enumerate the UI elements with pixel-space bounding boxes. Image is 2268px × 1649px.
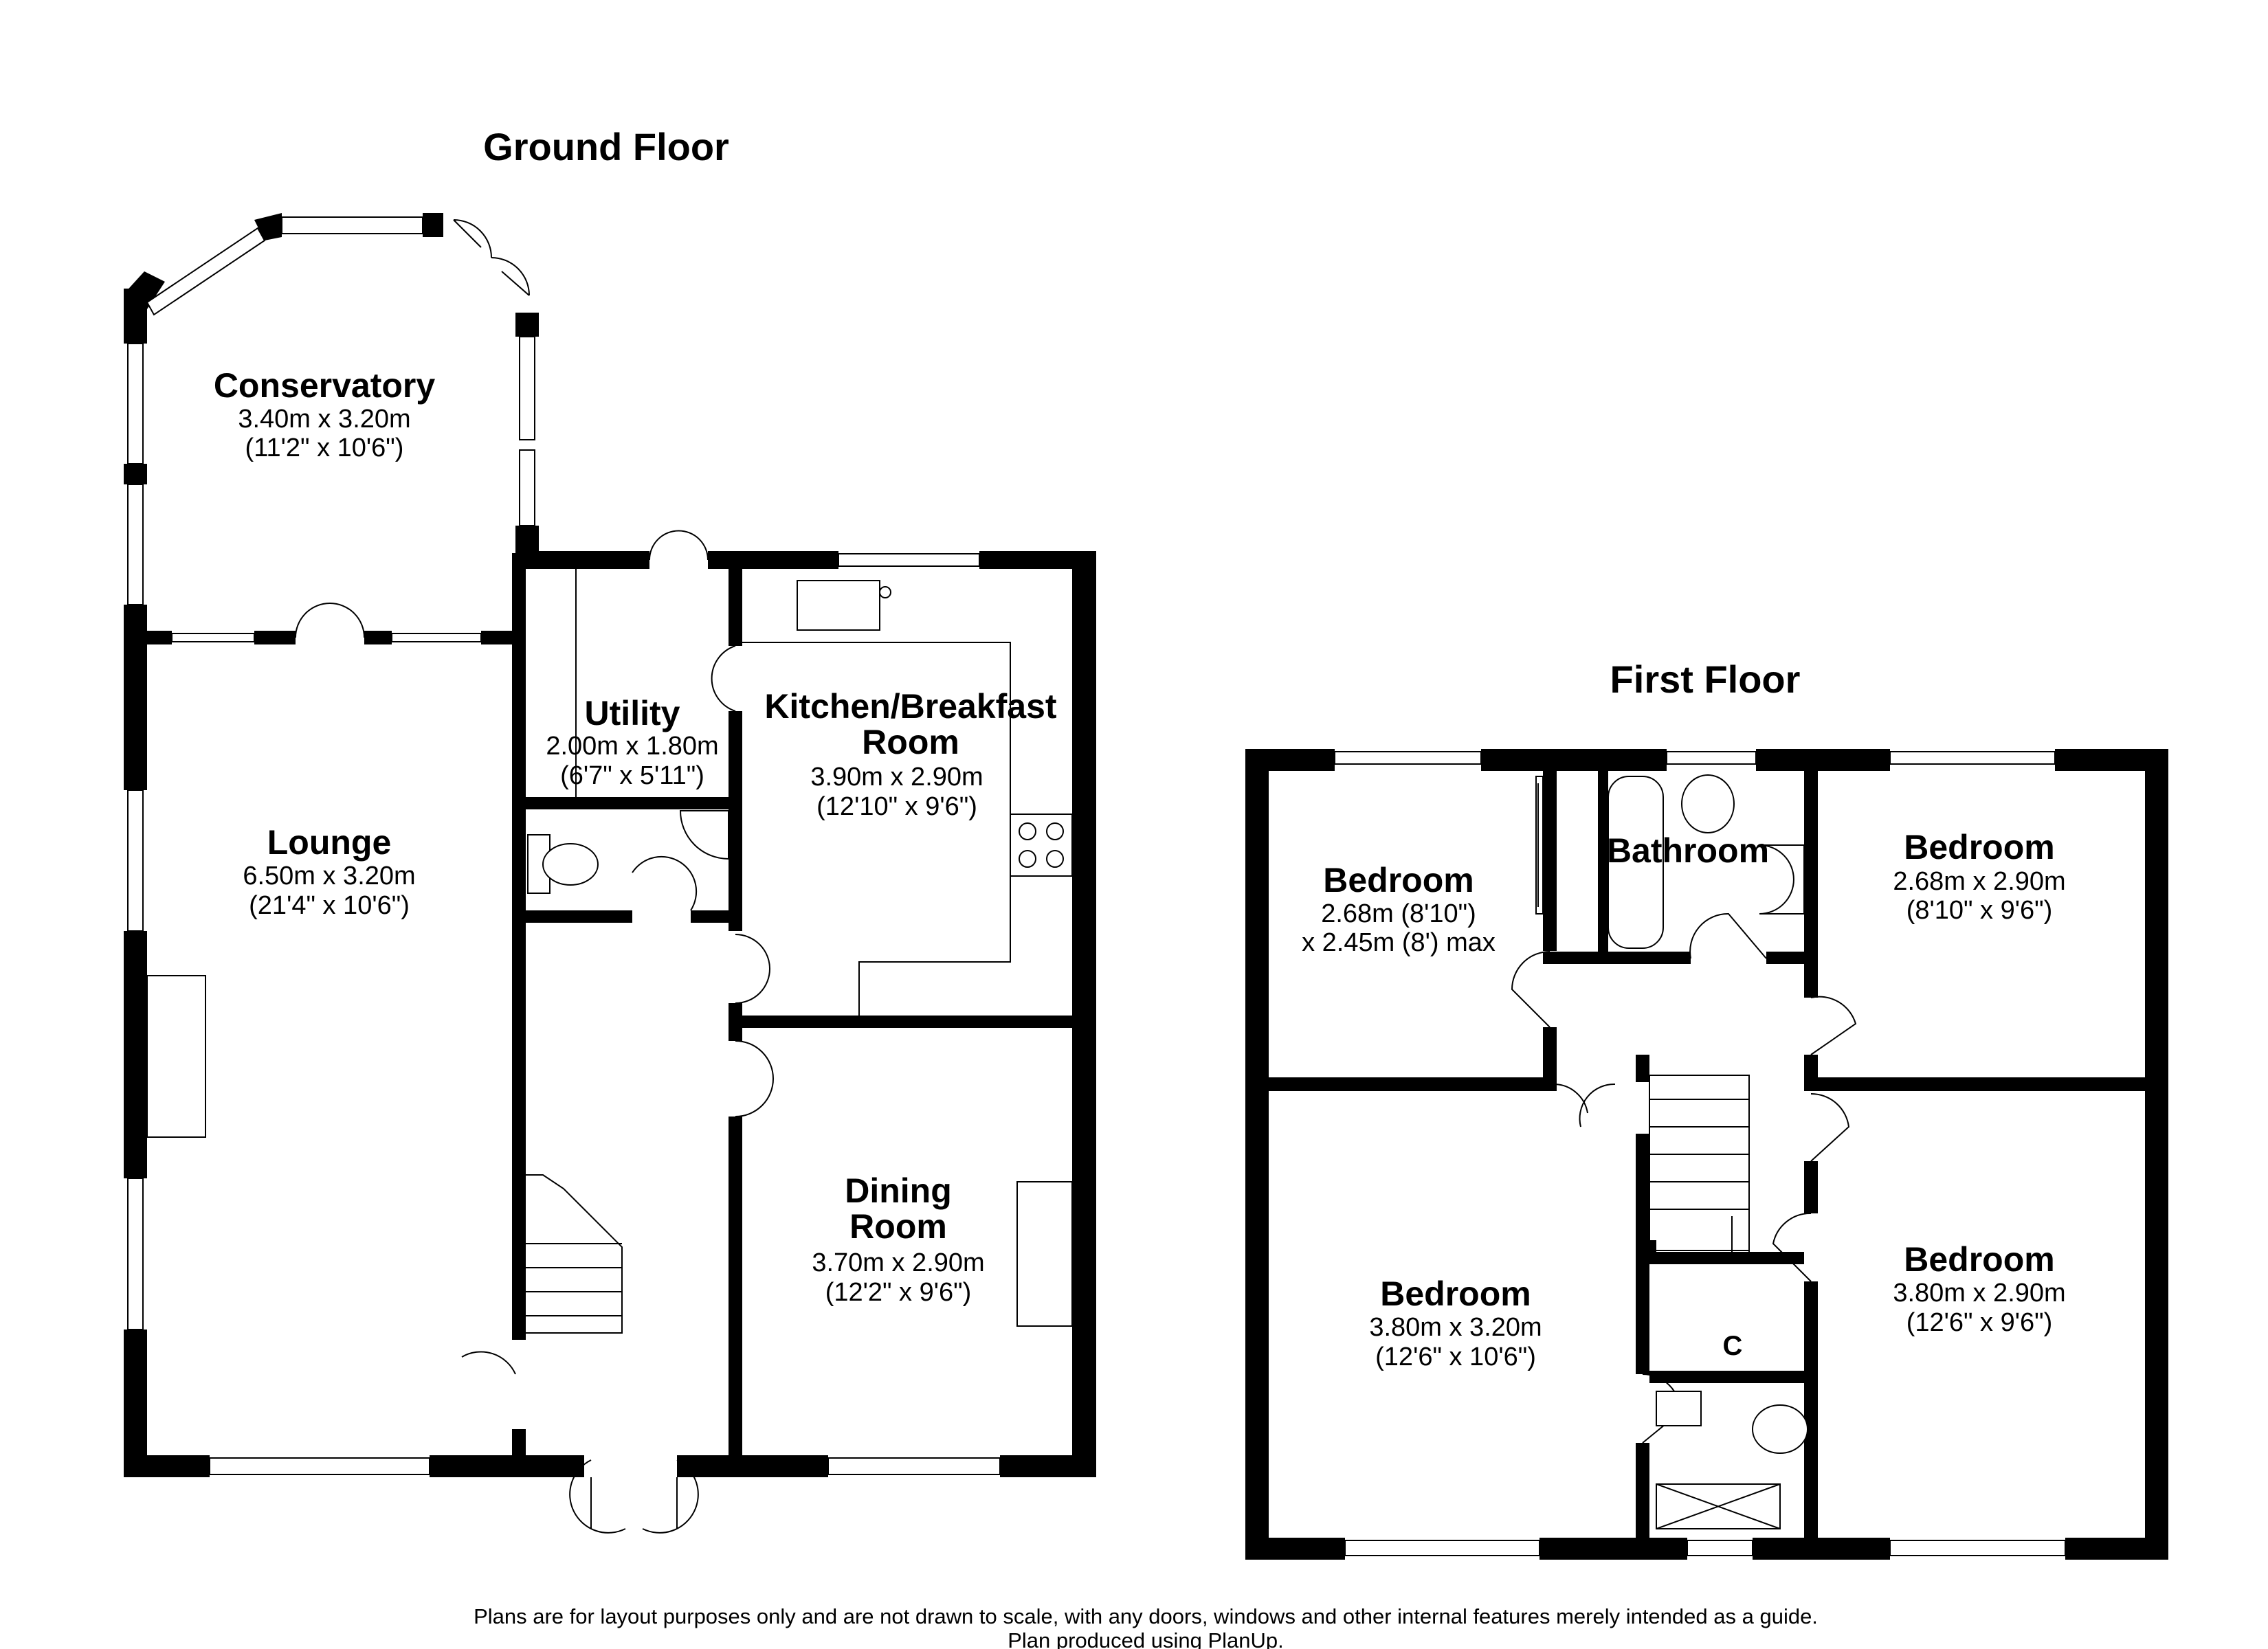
first-floor-title: First Floor xyxy=(1610,658,1801,701)
svg-text:Kitchen/Breakfast: Kitchen/Breakfast xyxy=(764,687,1056,726)
first-floor-stairs xyxy=(1649,1075,1750,1252)
kitchen-window xyxy=(838,553,980,567)
svg-text:Bedroom: Bedroom xyxy=(1904,828,2054,866)
svg-text:Bedroom: Bedroom xyxy=(1904,1240,2054,1279)
svg-text:(6'7" x 5'11"): (6'7" x 5'11") xyxy=(560,761,704,790)
svg-text:Dining: Dining xyxy=(845,1171,952,1210)
svg-text:(12'10" x 9'6"): (12'10" x 9'6") xyxy=(816,792,977,821)
svg-text:Room: Room xyxy=(849,1207,947,1246)
svg-text:3.80m x 2.90m: 3.80m x 2.90m xyxy=(1893,1279,2065,1308)
svg-text:Bedroom: Bedroom xyxy=(1323,861,1474,899)
first-floor-plan: First Floor xyxy=(1245,658,2168,1560)
svg-text:(12'6" x 10'6"): (12'6" x 10'6") xyxy=(1375,1343,1536,1371)
svg-text:3.70m x 2.90m: 3.70m x 2.90m xyxy=(812,1248,984,1277)
utility-doors xyxy=(461,530,774,1534)
first-floor-windows xyxy=(1334,751,2066,1556)
dining-window xyxy=(827,1457,1001,1475)
svg-text:2.68m x 2.90m: 2.68m x 2.90m xyxy=(1893,867,2065,896)
cupboard-label: C xyxy=(1723,1331,1743,1361)
lounge-label: Lounge 6.50m x 3.20m (21'4" x 10'6") xyxy=(243,823,415,920)
lounge-walls xyxy=(124,553,584,1477)
bedroom-bottom-left-label: Bedroom 3.80m x 3.20m (12'6" x 10'6") xyxy=(1369,1275,1542,1371)
svg-text:6.50m x 3.20m: 6.50m x 3.20m xyxy=(243,862,415,890)
svg-text:(11'2" x 10'6"): (11'2" x 10'6") xyxy=(245,434,404,462)
utility-fixtures xyxy=(527,569,891,894)
svg-text:Conservatory: Conservatory xyxy=(214,366,436,405)
lounge-windows xyxy=(127,633,482,1475)
bedroom-bottom-right-label: Bedroom 3.80m x 2.90m (12'6" x 9'6") xyxy=(1893,1240,2065,1337)
svg-text:(21'4" x 10'6"): (21'4" x 10'6") xyxy=(249,891,410,920)
dining-chimney-breast xyxy=(1016,1181,1073,1327)
svg-text:Utility: Utility xyxy=(585,694,680,732)
ground-floor-plan: Ground Floor xyxy=(124,125,1096,1534)
svg-text:3.40m x 3.20m: 3.40m x 3.20m xyxy=(238,405,410,434)
utility-walls xyxy=(522,551,1096,1477)
conservatory-door xyxy=(453,219,530,296)
svg-text:Plan produced using PlanUp.: Plan produced using PlanUp. xyxy=(1008,1628,1284,1649)
svg-text:(12'6" x 9'6"): (12'6" x 9'6") xyxy=(1906,1308,2053,1337)
svg-text:3.90m x 2.90m: 3.90m x 2.90m xyxy=(810,763,983,792)
dining-label: Dining Room 3.70m x 2.90m (12'2" x 9'6") xyxy=(812,1171,984,1307)
bathroom-label: Bathroom xyxy=(1607,831,1769,870)
utility-label: Utility 2.00m x 1.80m (6'7" x 5'11") xyxy=(546,694,718,790)
first-floor-fixtures xyxy=(1535,774,1808,1529)
conservatory-lounge-door xyxy=(295,603,365,638)
disclaimer: Plans are for layout purposes only and a… xyxy=(474,1604,1818,1649)
svg-text:3.80m x 3.20m: 3.80m x 3.20m xyxy=(1369,1313,1542,1342)
ground-floor-title: Ground Floor xyxy=(483,125,729,168)
kitchen-fixtures xyxy=(742,642,1073,1016)
svg-text:2.00m x 1.80m: 2.00m x 1.80m xyxy=(546,732,718,761)
svg-text:2.68m (8'10"): 2.68m (8'10") xyxy=(1321,899,1476,928)
first-floor-walls xyxy=(1245,749,2168,1560)
first-floor-doors xyxy=(1511,912,1857,1444)
svg-text:x 2.45m (8') max: x 2.45m (8') max xyxy=(1302,928,1496,957)
kitchen-label: Kitchen/Breakfast Room 3.90m x 2.90m (12… xyxy=(764,687,1056,821)
svg-text:Room: Room xyxy=(862,723,959,761)
svg-text:(8'10" x 9'6"): (8'10" x 9'6") xyxy=(1906,896,2053,925)
bedroom-top-left-label: Bedroom 2.68m (8'10") x 2.45m (8') max xyxy=(1302,861,1496,957)
svg-text:(12'2" x 9'6"): (12'2" x 9'6") xyxy=(825,1278,972,1307)
conservatory-label: Conservatory 3.40m x 3.20m (11'2" x 10'6… xyxy=(214,366,436,462)
ground-floor-stairs xyxy=(526,1174,623,1334)
bedroom-top-right-label: Bedroom 2.68m x 2.90m (8'10" x 9'6") xyxy=(1893,828,2065,925)
svg-text:Lounge: Lounge xyxy=(267,823,392,862)
conservatory-windows xyxy=(127,216,535,605)
svg-text:Bedroom: Bedroom xyxy=(1380,1275,1531,1313)
svg-text:Plans are for layout purposes: Plans are for layout purposes only and a… xyxy=(474,1604,1818,1628)
